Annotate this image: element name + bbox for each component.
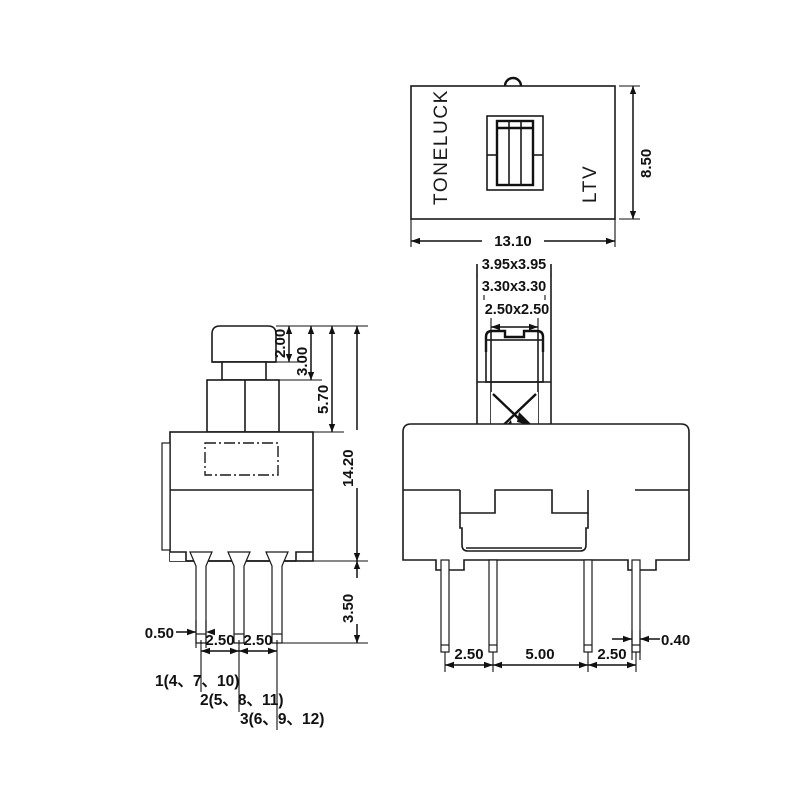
side-pin-3 <box>265 551 289 644</box>
front-plunger-cap <box>484 329 545 352</box>
front-pin-2 <box>488 559 498 653</box>
top-view: TONELUCK LTV 8.50 13.10 <box>410 76 655 250</box>
arrow-040-left <box>623 635 632 643</box>
side-notch-left-fill <box>170 552 186 561</box>
brand-label: TONELUCK <box>431 89 452 205</box>
arrow-850-top <box>629 86 637 94</box>
arrow-chain-r2 <box>627 661 636 669</box>
arrow-chain-l2 <box>484 661 493 669</box>
dim-pin-pitch-1: 2.50 <box>205 632 234 649</box>
arrow-050-right <box>206 628 215 636</box>
model-label: LTV <box>580 165 601 203</box>
side-pin-2 <box>227 551 251 644</box>
arrow-1420-bottom <box>353 553 361 561</box>
arrow-1420-top <box>353 326 361 334</box>
arrow-040-right <box>640 635 649 643</box>
front-view-pins <box>440 559 641 653</box>
side-pin-1 <box>189 551 213 644</box>
side-mounting-bracket <box>161 442 171 551</box>
front-pin-3 <box>583 559 593 653</box>
pin-label-3: 3(6、9、12) <box>240 711 324 728</box>
dim-to-body-top: 5.70 <box>315 385 332 414</box>
dim-pin-gap-center: 5.00 <box>525 646 554 663</box>
arrow-850-bottom <box>629 211 637 219</box>
front-slot-lower <box>459 513 589 552</box>
dim-pin-thickness: 0.40 <box>661 632 690 649</box>
front-plunger-cap-body <box>485 339 544 383</box>
dim-pin-length: 3.50 <box>340 594 357 623</box>
front-body-outline <box>402 423 690 571</box>
dim-pin-gap-right: 2.50 <box>597 646 626 663</box>
dim-330-text-bg <box>476 277 554 295</box>
top-view-actuator-inner <box>495 119 535 187</box>
front-pin-4 <box>631 559 641 653</box>
side-plunger-head <box>211 325 277 363</box>
side-notch-left <box>170 551 187 561</box>
arrow-570-bottom <box>328 424 336 432</box>
front-pin-1 <box>440 559 450 653</box>
arrow-1310-left <box>411 237 420 245</box>
dim-250sq-text-bg <box>480 300 556 318</box>
dim-plunger-outer: 3.95x3.95 <box>482 257 547 273</box>
arrow-chain-c2 <box>579 661 588 669</box>
side-notch-right <box>295 551 313 561</box>
arrow-200-bottom <box>285 354 293 362</box>
arrow-pitch2-r <box>268 647 277 655</box>
side-view-pins <box>189 551 289 644</box>
arrow-300-top <box>307 326 315 334</box>
side-body-fill <box>170 432 313 561</box>
top-view-actuator-outer <box>486 115 544 191</box>
front-body-fill <box>403 424 689 570</box>
dim-plunger-total: 3.00 <box>294 347 311 376</box>
front-view-right: 3.95x3.95 3.30x3.30 2.50x2.50 <box>402 254 690 672</box>
dim-plunger-inner: 2.50x2.50 <box>485 302 550 318</box>
dim-overall-height: 14.20 <box>340 449 357 487</box>
dim-pin-pitch-2: 2.50 <box>243 632 272 649</box>
dim-width-top-view: 13.10 <box>494 233 532 250</box>
pin-label-1: 1(4、7、10) <box>155 673 239 690</box>
pin-label-2: 2(5、8、11) <box>200 692 284 709</box>
side-hidden-feature <box>204 442 279 476</box>
arrow-chain-c1 <box>493 661 502 669</box>
arrow-050 <box>187 628 196 636</box>
dim-1310-text-bg <box>482 231 544 250</box>
arrow-250sq-right <box>529 323 538 331</box>
side-plunger-shoulder <box>206 379 280 433</box>
arrow-570-top <box>328 326 336 334</box>
arrow-1310-right <box>606 237 615 245</box>
arrow-350-top <box>353 561 361 569</box>
dim-350-text-bg <box>348 578 367 624</box>
dim-1420-text-bg <box>348 430 367 488</box>
side-plunger-neck <box>221 361 267 381</box>
arrow-chain-l1 <box>445 661 454 669</box>
top-view-body <box>410 85 616 220</box>
arrow-pitch2-l <box>239 647 248 655</box>
arrow-200-top <box>285 326 293 334</box>
dim-pin-offset: 0.50 <box>145 625 174 642</box>
top-view-notch <box>503 76 523 87</box>
dim-plunger-head: 2.00 <box>272 329 289 358</box>
arrow-pitch1-r <box>230 647 239 655</box>
arrow-350-bottom <box>353 635 361 643</box>
arrow-chain-r1 <box>588 661 597 669</box>
dim-395-text-bg <box>474 254 556 273</box>
dim-plunger-mid: 3.30x3.30 <box>482 279 547 295</box>
arrow-pitch1-l <box>201 647 210 655</box>
front-xmark-arrow-1 <box>517 412 533 426</box>
dim-pin-gap-left: 2.50 <box>454 646 483 663</box>
dim-height-top-view: 8.50 <box>638 149 655 178</box>
front-slot-upper <box>459 489 589 514</box>
side-view-left: 2.00 3.00 5.70 14.20 3.50 0.50 <box>145 325 368 730</box>
arrow-250sq-left <box>491 323 500 331</box>
arrow-300-bottom <box>307 372 315 380</box>
